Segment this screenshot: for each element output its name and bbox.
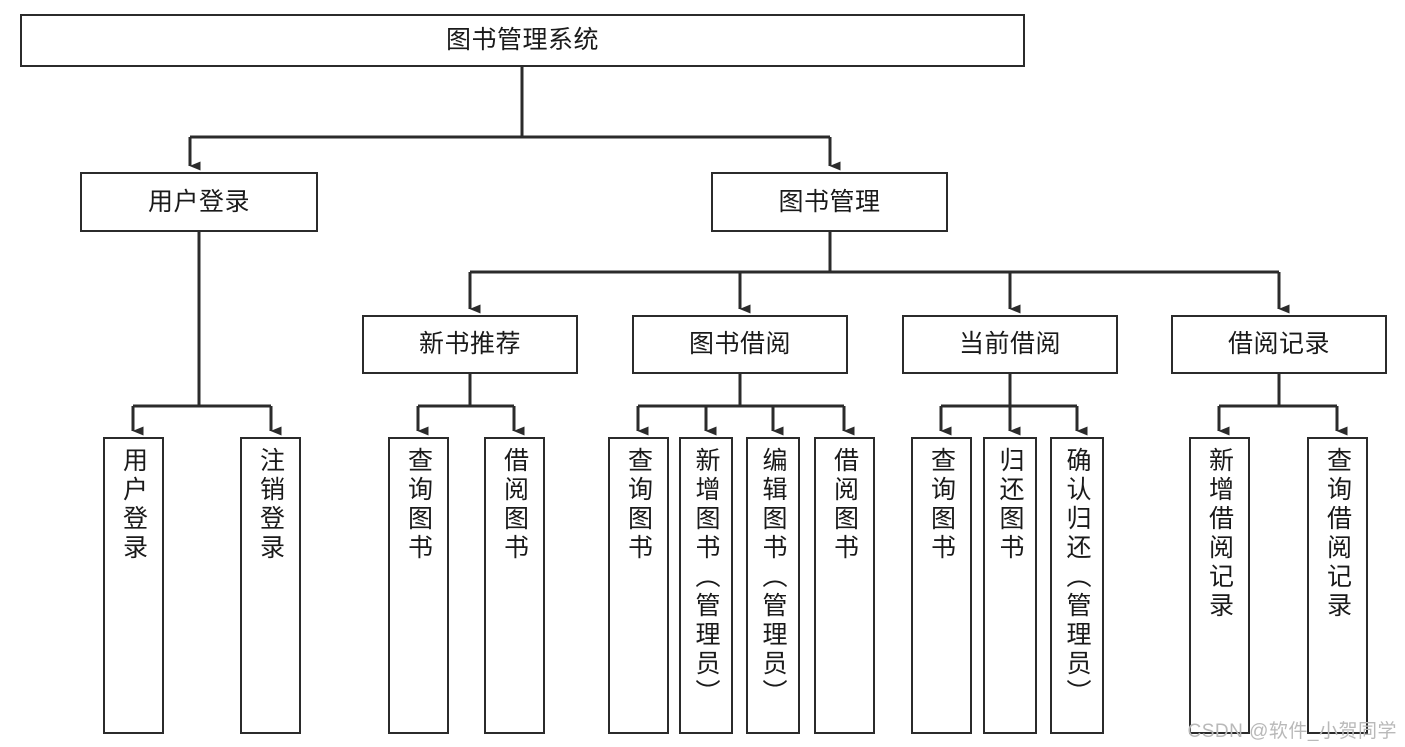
node-label: 确认归还（管理员） bbox=[1063, 447, 1091, 708]
node-new-book-recommend[interactable]: 新书推荐 bbox=[362, 315, 578, 374]
node-current-borrow[interactable]: 当前借阅 bbox=[902, 315, 1118, 374]
node-leaf-borrow-book-2[interactable]: 借阅图书 bbox=[814, 437, 875, 734]
node-leaf-user-login[interactable]: 用户登录 bbox=[103, 437, 164, 734]
node-label: 用户登录 bbox=[119, 447, 148, 563]
node-label: 编辑图书（管理员） bbox=[759, 447, 787, 708]
node-book-manage[interactable]: 图书管理 bbox=[711, 172, 948, 232]
node-book-borrow[interactable]: 图书借阅 bbox=[632, 315, 848, 374]
node-label: 新书推荐 bbox=[418, 330, 521, 358]
node-leaf-confirm-return[interactable]: 确认归还（管理员） bbox=[1050, 437, 1104, 734]
node-label: 图书管理 bbox=[778, 187, 881, 216]
node-label: 借阅图书 bbox=[830, 447, 859, 563]
node-leaf-logout[interactable]: 注销登录 bbox=[240, 437, 301, 734]
node-user-login[interactable]: 用户登录 bbox=[80, 172, 318, 232]
node-label: 图书管理系统 bbox=[445, 26, 599, 54]
node-leaf-query-book-3[interactable]: 查询图书 bbox=[911, 437, 972, 734]
node-leaf-return-book[interactable]: 归还图书 bbox=[983, 437, 1037, 734]
node-label: 查询图书 bbox=[624, 447, 653, 563]
node-leaf-edit-book[interactable]: 编辑图书（管理员） bbox=[746, 437, 800, 734]
node-label: 查询图书 bbox=[404, 447, 433, 563]
node-leaf-add-book[interactable]: 新增图书（管理员） bbox=[679, 437, 733, 734]
node-label: 图书借阅 bbox=[688, 330, 791, 358]
node-label: 借阅记录 bbox=[1227, 330, 1330, 358]
node-leaf-query-book-1[interactable]: 查询图书 bbox=[388, 437, 449, 734]
node-label: 新增图书（管理员） bbox=[692, 447, 720, 708]
node-label: 用户登录 bbox=[147, 187, 250, 216]
node-label: 新增借阅记录 bbox=[1205, 447, 1234, 621]
node-leaf-add-borrow-record[interactable]: 新增借阅记录 bbox=[1189, 437, 1250, 734]
node-root-system[interactable]: 图书管理系统 bbox=[20, 14, 1025, 67]
node-label: 查询图书 bbox=[927, 447, 956, 563]
node-label: 查询借阅记录 bbox=[1323, 447, 1352, 621]
node-leaf-borrow-book-1[interactable]: 借阅图书 bbox=[484, 437, 545, 734]
node-label: 借阅图书 bbox=[500, 447, 529, 563]
node-label: 当前借阅 bbox=[958, 330, 1061, 358]
node-leaf-query-borrow-record[interactable]: 查询借阅记录 bbox=[1307, 437, 1368, 734]
node-borrow-record[interactable]: 借阅记录 bbox=[1171, 315, 1387, 374]
watermark-text: CSDN @软件_小贺同学 bbox=[1187, 721, 1397, 742]
node-leaf-query-book-2[interactable]: 查询图书 bbox=[608, 437, 669, 734]
node-label: 归还图书 bbox=[996, 447, 1024, 563]
node-label: 注销登录 bbox=[256, 447, 285, 563]
